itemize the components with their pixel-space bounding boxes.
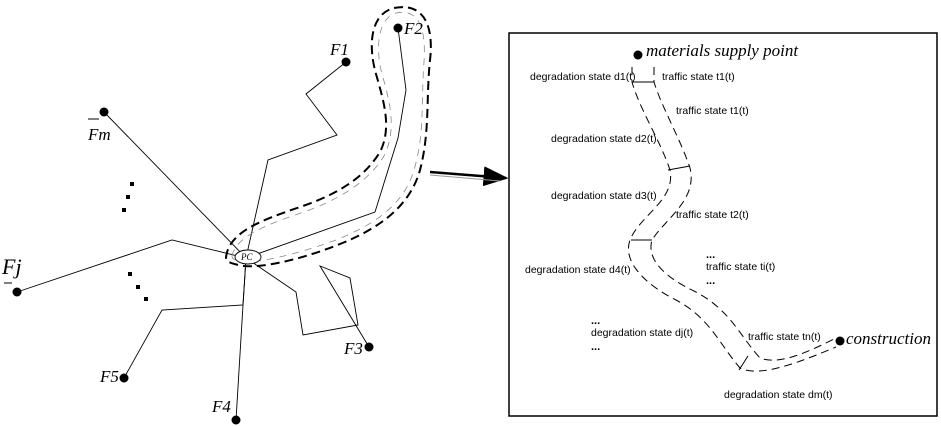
detail-box <box>508 32 938 417</box>
road-edge-left <box>628 67 837 372</box>
route-f1 <box>245 61 347 259</box>
detail-arrow <box>429 166 509 187</box>
route-fj <box>16 239 247 293</box>
state-t1-a: traffic state t1(t) <box>662 71 735 83</box>
road-edge-right <box>650 67 837 361</box>
route-f2 <box>245 27 407 259</box>
ellipsis-lower <box>128 272 148 301</box>
node-fj-dot <box>12 287 22 297</box>
hub-pc-label: PC <box>240 252 253 262</box>
node-f1-label: F1 <box>329 40 349 59</box>
state-tn: traffic state tn(t) <box>748 331 821 343</box>
state-t2: traffic state t2(t) <box>676 209 749 221</box>
ellipsis-dj-bottom: ... <box>591 341 600 353</box>
node-f2-dot <box>393 23 403 33</box>
state-dj: degradation state dj(t) <box>591 327 693 339</box>
route-f5 <box>123 257 247 379</box>
segment-divider-2 <box>667 165 691 171</box>
node-f5-label: F5 <box>99 367 119 386</box>
detail-arrow-shadow <box>429 174 501 182</box>
node-fj-label: Fj <box>1 254 22 279</box>
state-ti: traffic state ti(t) <box>706 261 775 273</box>
node-f3-dot <box>364 342 374 352</box>
route-detail-panel: materials supply point construction degr… <box>508 32 938 417</box>
segment-divider-4 <box>738 355 749 371</box>
f2-highlight-loop-inner <box>231 11 425 263</box>
node-f2-label: F2 <box>403 19 423 38</box>
node-f3-label: F3 <box>343 339 363 358</box>
supply-point-dot <box>633 50 643 60</box>
f2-highlight-loop <box>224 6 432 268</box>
state-dm: degradation state dm(t) <box>724 389 833 401</box>
node-fm-dot <box>99 107 109 117</box>
ellipsis-dj-top: ... <box>591 315 600 327</box>
state-d3: degradation state d3(t) <box>551 190 657 202</box>
hub-pc <box>234 249 262 265</box>
node-f1-dot <box>341 57 351 67</box>
route-fm <box>103 111 247 259</box>
ellipsis-ti-bottom: ... <box>706 275 715 287</box>
construction-dot <box>835 336 845 346</box>
state-d1: degradation state d1(t) <box>530 71 636 83</box>
state-d2: degradation state d2(t) <box>551 133 657 145</box>
node-f4-label: F4 <box>211 397 231 416</box>
construction-label: construction <box>846 329 931 348</box>
supply-point-label: materials supply point <box>646 41 799 60</box>
node-fm-label: Fm <box>87 125 111 144</box>
ellipsis-upper <box>122 182 134 212</box>
network-diagram: PC F1 F2 Fm Fj F3 F4 F5 <box>1 6 509 425</box>
node-f5-dot <box>119 373 129 383</box>
route-f3 <box>245 257 370 348</box>
state-d4: degradation state d4(t) <box>525 264 631 276</box>
state-t1-b: traffic state t1(t) <box>676 105 749 117</box>
node-f4-dot <box>231 415 241 425</box>
ellipsis-ti-top: ... <box>706 249 715 261</box>
